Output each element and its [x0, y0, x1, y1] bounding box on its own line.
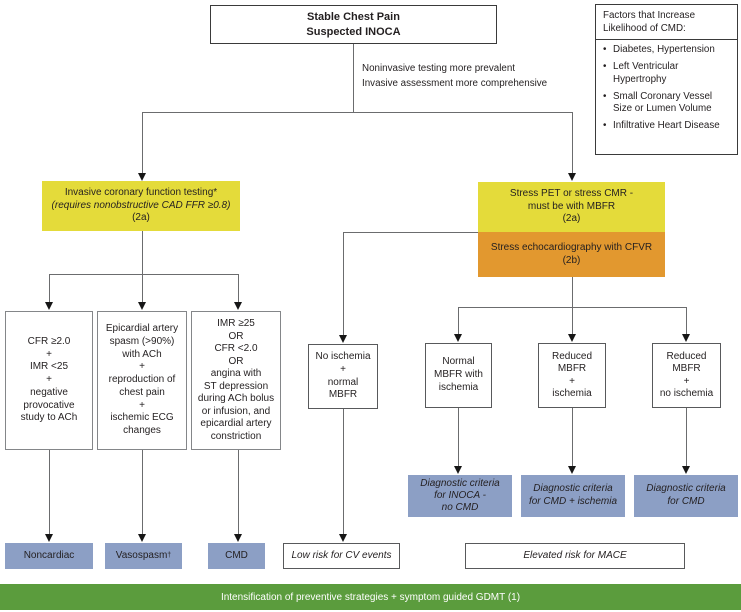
connector — [686, 408, 688, 466]
normal-mbfr-ischemia-box: Normal MBFR with ischemia — [425, 343, 492, 408]
invasive-title: Invasive coronary function testing* — [64, 186, 218, 198]
connector — [458, 408, 460, 466]
arrow-down-icon — [682, 466, 690, 474]
factors-title: Factors that Increase Likelihood of CMD: — [596, 5, 737, 41]
arrow-down-icon — [568, 173, 576, 181]
invasive-cor: (2a) — [132, 212, 150, 224]
diagnostic-cmd-box: Diagnostic criteria for CMD — [634, 475, 738, 517]
factor-item: Left Ventricular Hypertrophy — [602, 61, 727, 90]
vasospasm-label: Vasospasm — [115, 549, 168, 561]
connector — [353, 44, 355, 112]
cmd-outcome-box: CMD — [208, 543, 265, 569]
stress-echo-box: Stress echocardiography with CFVR (2b) — [478, 232, 665, 277]
diagnostic-inoca-no-cmd-box: Diagnostic criteria for INOCA - no CMD — [408, 475, 512, 517]
noncardiac-box: Noncardiac — [5, 543, 93, 569]
connector — [572, 307, 574, 334]
arrow-down-icon — [234, 534, 242, 542]
connector — [238, 274, 240, 303]
connector — [142, 450, 144, 534]
connector — [572, 408, 574, 466]
connector — [49, 450, 51, 534]
arrow-down-icon — [138, 302, 146, 310]
arrow-down-icon — [454, 466, 462, 474]
connector — [572, 277, 574, 307]
elevated-risk-box: Elevated risk for MACE — [465, 543, 685, 569]
connector — [142, 274, 144, 303]
epicardial-spasm-box: Epicardial artery spasm (>90%) with ACh … — [97, 311, 187, 450]
connector — [343, 409, 345, 534]
diagnostic-cmd-ischemia-box: Diagnostic criteria for CMD + ischemia — [521, 475, 625, 517]
connector — [142, 112, 144, 174]
connector — [458, 307, 460, 334]
footer-bar: Intensification of preventive strategies… — [0, 584, 741, 610]
connector — [49, 274, 238, 276]
factors-list: Diabetes, Hypertension Left Ventricular … — [602, 44, 733, 136]
arrow-down-icon — [682, 334, 690, 342]
arrow-down-icon — [454, 334, 462, 342]
connector — [49, 274, 51, 303]
invasive-subtitle: (requires nonobstructive CAD FFR ≥0.8) — [51, 199, 231, 211]
connector — [572, 112, 574, 174]
no-ischemia-box: No ischemia + normal MBFR — [308, 344, 378, 409]
stress-pet-cmr-box: Stress PET or stress CMR - must be with … — [478, 182, 665, 232]
connector — [142, 112, 573, 114]
arrow-down-icon — [138, 173, 146, 181]
arrow-down-icon — [45, 534, 53, 542]
arrow-down-icon — [568, 466, 576, 474]
factors-box: Factors that Increase Likelihood of CMD:… — [595, 4, 738, 155]
cfr-imr-normal-box: CFR ≥2.0 + IMR <25 + negative provocativ… — [5, 311, 93, 450]
arrow-down-icon — [45, 302, 53, 310]
reduced-mbfr-ischemia-box: Reduced MBFR + ischemia — [538, 343, 606, 408]
factor-item: Infiltrative Heart Disease — [602, 120, 727, 137]
connector — [142, 231, 144, 274]
arrow-down-icon — [339, 534, 347, 542]
connector — [238, 450, 240, 534]
factor-item: Diabetes, Hypertension — [602, 44, 727, 61]
connector — [686, 307, 688, 334]
reduced-mbfr-no-ischemia-box: Reduced MBFR + no ischemia — [652, 343, 721, 408]
low-risk-box: Low risk for CV events — [283, 543, 400, 569]
vasospasm-box: Vasospasm† — [105, 543, 182, 569]
arrow-down-icon — [138, 534, 146, 542]
start-box-line2: Suspected INOCA — [306, 25, 401, 38]
arrow-down-icon — [339, 335, 347, 343]
connector — [343, 232, 345, 335]
branch-note: Noninvasive testing more prevalent Invas… — [362, 63, 548, 89]
invasive-testing-box: Invasive coronary function testing* (req… — [42, 181, 240, 231]
start-box-line1: Stable Chest Pain — [307, 11, 400, 24]
connector — [343, 232, 478, 234]
cmd-criteria-box: IMR ≥25 OR CFR <2.0 OR angina with ST de… — [191, 311, 281, 450]
arrow-down-icon — [568, 334, 576, 342]
arrow-down-icon — [234, 302, 242, 310]
start-box: Stable Chest Pain Suspected INOCA — [210, 5, 497, 44]
factor-item: Small Coronary Vessel Size or Lumen Volu… — [602, 91, 727, 120]
